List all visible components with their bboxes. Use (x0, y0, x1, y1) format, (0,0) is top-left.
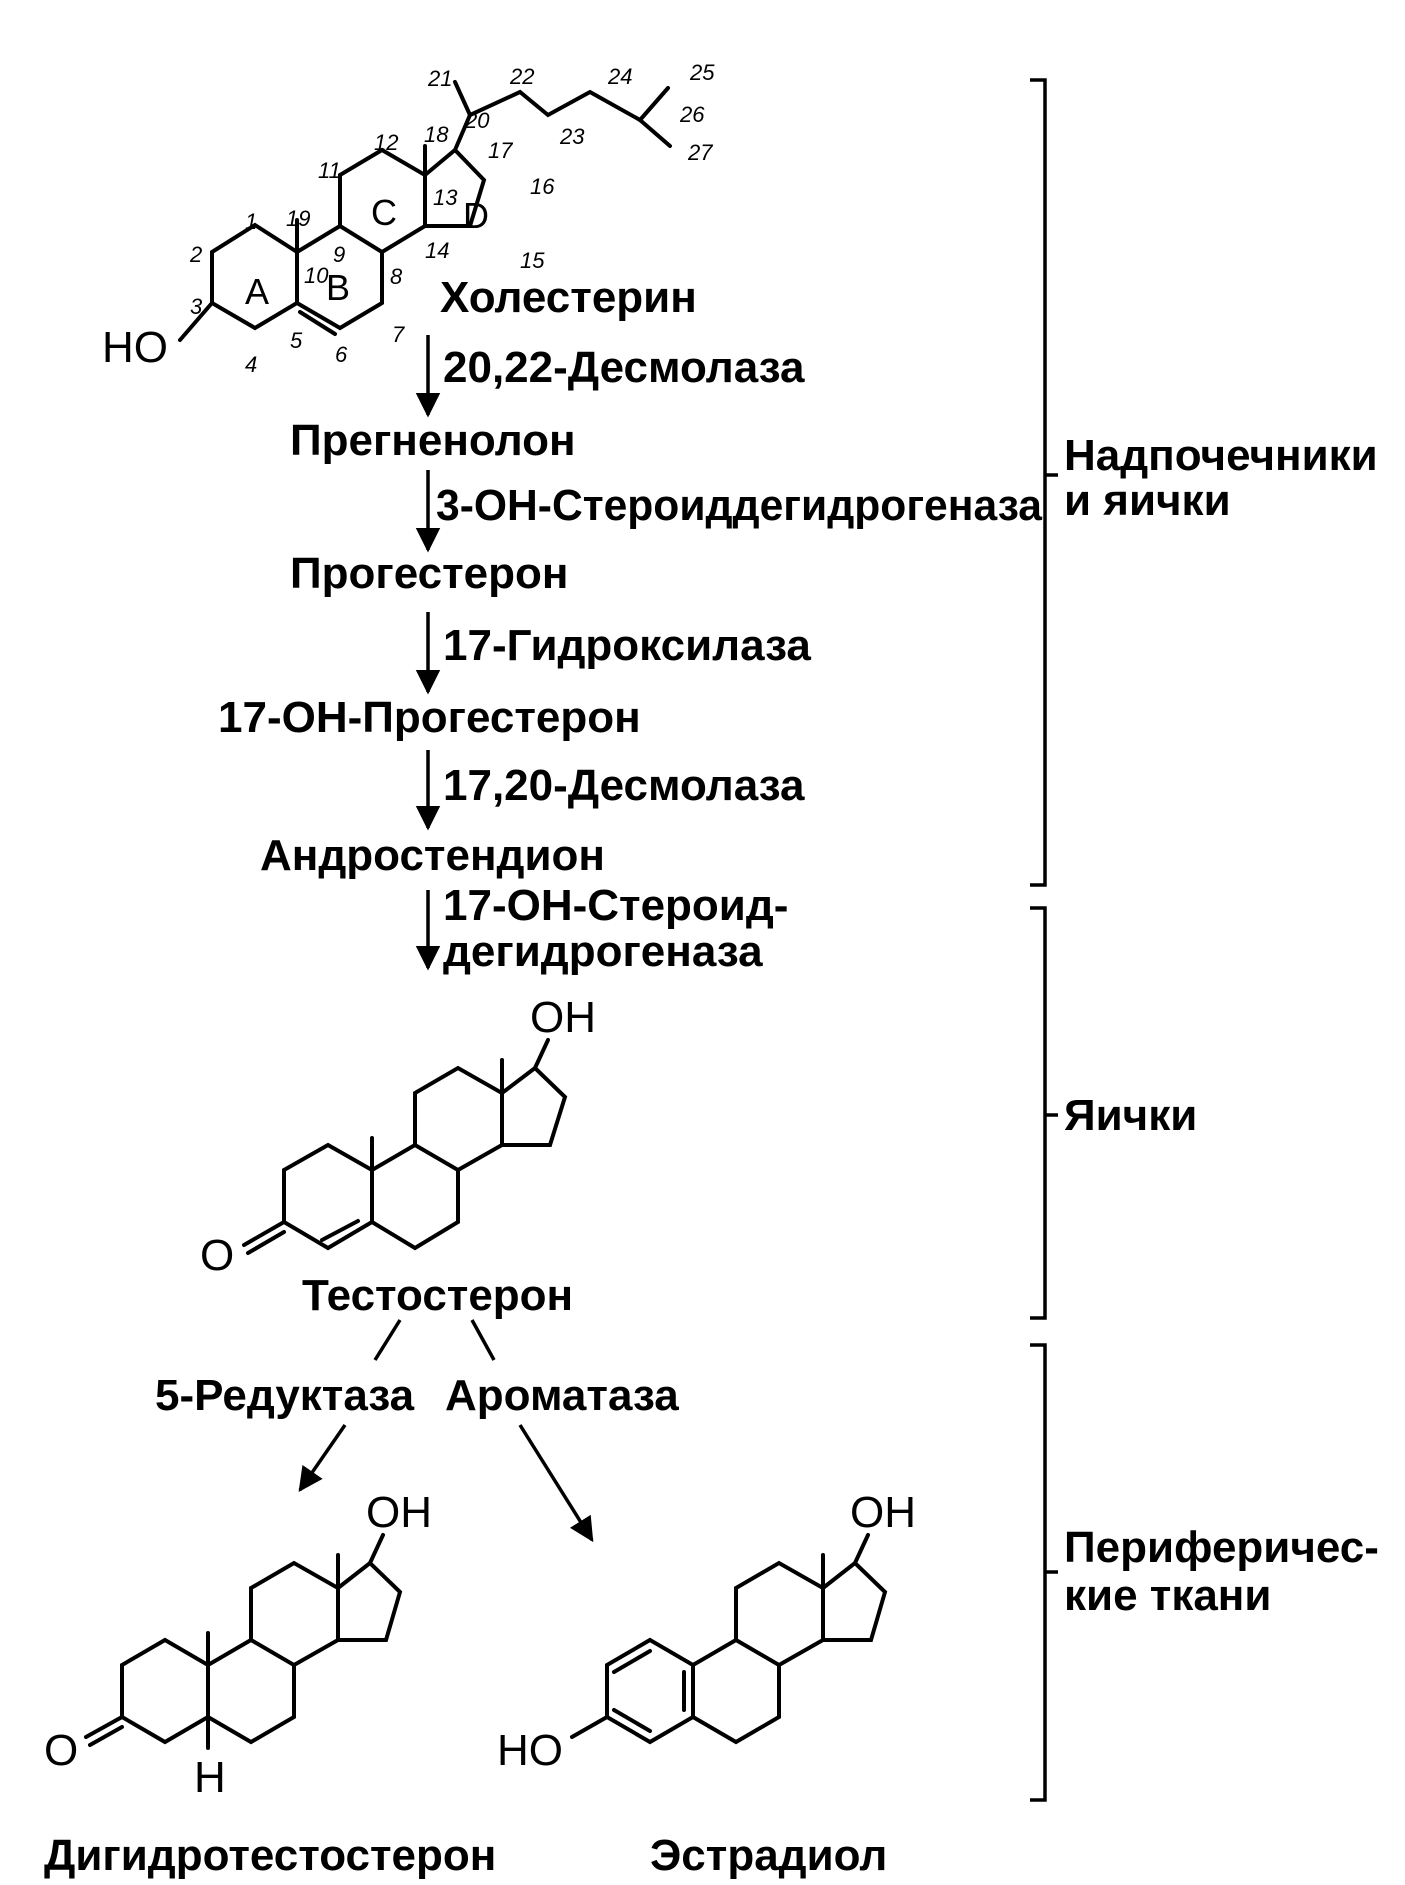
branch-right-line (470, 1319, 496, 1361)
carbon-number: 24 (607, 64, 632, 89)
carbon-number: 17 (488, 138, 513, 163)
adrenal-label-line2: и яички (1064, 476, 1231, 525)
carbon-number: 3 (190, 294, 203, 319)
testosterone-o-label: O (200, 1231, 234, 1280)
carbon-number: 9 (333, 242, 345, 267)
carbon-number: 22 (509, 64, 534, 89)
testosterone-label: Тестостерон (302, 1271, 573, 1320)
carbon-number: 14 (425, 238, 449, 263)
peripheral-label-line2: кие ткани (1064, 1571, 1271, 1620)
carbon-number: 4 (245, 352, 257, 377)
ring-d-label: D (463, 195, 489, 236)
pregnenolone-label: Прегненолон (290, 416, 576, 465)
testes-label: Яички (1064, 1091, 1197, 1140)
carbon-number: 11 (318, 158, 341, 183)
carbon-number: 5 (290, 328, 303, 353)
estradiol-label: Эстрадиол (650, 1831, 887, 1880)
androstenedione-label: Андростендион (260, 831, 605, 880)
testosterone-structure: OH O (200, 993, 596, 1280)
arrow-to-dht (298, 1424, 347, 1493)
oh-progesterone-label: 17-ОН-Прогестерон (218, 693, 641, 742)
step1-enzyme-label: 20,22-Десмолаза (443, 343, 805, 392)
carbon-number: 21 (427, 66, 452, 91)
branch-left-enzyme-label: 5-Редуктаза (155, 1371, 415, 1420)
carbon-number: 20 (464, 108, 490, 133)
adrenal-label-line1: Надпочечники (1064, 431, 1378, 480)
testosterone-oh-label: OH (530, 993, 596, 1042)
cholesterol-structure: A B C D HO 1 2 3 4 5 6 7 8 9 10 11 12 13… (102, 60, 715, 377)
carbon-number: 1 (245, 209, 257, 234)
dht-label: Дигидротестостерон (44, 1831, 496, 1880)
cholesterol-label: Холестерин (440, 273, 697, 322)
cholesterol-ho-label: HO (102, 323, 168, 372)
carbon-number: 19 (286, 206, 310, 231)
dht-structure: OH O H (44, 1488, 432, 1802)
carbon-number: 27 (687, 140, 713, 165)
carbon-number: 6 (335, 342, 348, 367)
progesterone-label: Прогестерон (290, 549, 568, 598)
carbon-number: 8 (390, 264, 403, 289)
carbon-number: 10 (304, 263, 329, 288)
step3-enzyme-label: 17-Гидроксилаза (443, 621, 811, 670)
estradiol-ho-label: HO (497, 1726, 563, 1775)
step2-enzyme-label: 3-OH-Стероиддегидрогеназа (436, 481, 1043, 530)
ring-c-label: C (371, 192, 397, 233)
carbon-number: 15 (520, 248, 545, 273)
carbon-number: 26 (679, 102, 705, 127)
carbon-number: 25 (689, 60, 715, 85)
carbon-number: 18 (424, 122, 449, 147)
carbon-number: 13 (433, 185, 458, 210)
arrow-to-estradiol (518, 1424, 594, 1543)
tissue-brackets (1030, 78, 1058, 1802)
ring-b-label: B (326, 267, 350, 308)
branch-left-line (373, 1319, 402, 1361)
step5-enzyme-line1: 17-ОН-Стероид- (443, 881, 788, 930)
dht-h-label: H (194, 1753, 226, 1802)
branch-right-enzyme-label: Ароматаза (445, 1371, 679, 1420)
dht-oh-label: OH (366, 1488, 432, 1537)
estradiol-structure: OH HO (497, 1488, 916, 1775)
carbon-number: 7 (392, 322, 405, 347)
ring-a-label: A (245, 271, 269, 312)
carbon-number: 16 (530, 174, 555, 199)
estradiol-oh-label: OH (850, 1488, 916, 1537)
carbon-number: 2 (189, 242, 202, 267)
carbon-number: 12 (374, 130, 398, 155)
dht-o-label: O (44, 1726, 78, 1775)
carbon-number: 23 (559, 124, 585, 149)
step5-enzyme-line2: дегидрогеназа (443, 927, 763, 976)
peripheral-label-line1: Периферичес- (1064, 1523, 1379, 1572)
step4-enzyme-label: 17,20-Десмолаза (443, 761, 805, 810)
